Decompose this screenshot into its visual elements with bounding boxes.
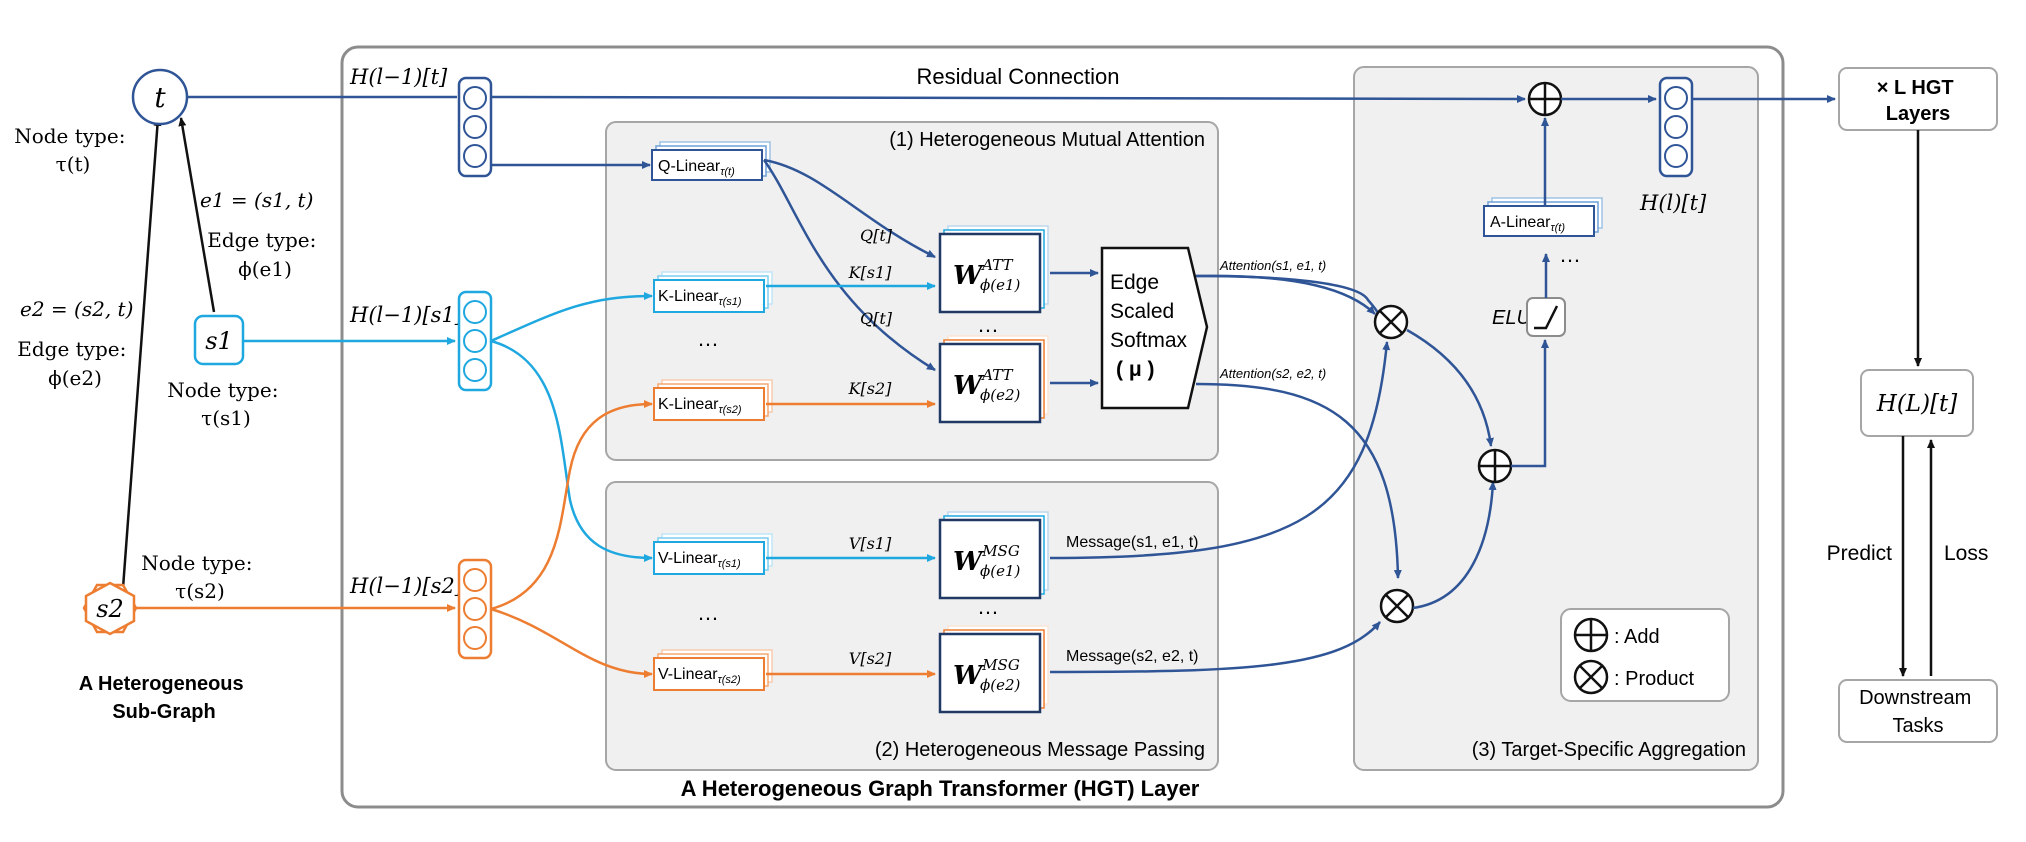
h-s2-label: H(l−1)[s2]	[349, 574, 464, 598]
svg-text:V-Linearτ(s1): V-Linearτ(s1)	[658, 550, 741, 570]
svg-text:WMSG: WMSG	[953, 656, 1020, 691]
v-linear-s1-block[interactable]: V-Linearτ(s1)	[653, 533, 773, 575]
node-s1-label: s1	[205, 327, 233, 355]
w-att-e2-block[interactable]: WATT ϕ(e2)	[938, 335, 1049, 424]
edge-type-e1: Edge type: ϕ(e1)	[207, 228, 322, 281]
svg-text:WATT: WATT	[953, 256, 1013, 291]
h-out-label: H(l)[t]	[1639, 191, 1707, 215]
h-t-vector	[457, 76, 493, 178]
svg-text:Q-Linearτ(t): Q-Linearτ(t)	[658, 158, 735, 178]
node-type-t: Node type: τ(t)	[14, 124, 132, 176]
svg-text:A-Linearτ(t): A-Linearτ(t)	[1490, 214, 1565, 234]
k-linear-s2-block[interactable]: K-Linearτ(s2)	[653, 379, 773, 421]
message-s1-label: Message(s1, e1, t)	[1066, 534, 1199, 551]
attention-panel	[605, 121, 1219, 461]
w-msg-ellipsis: …	[977, 594, 999, 619]
aggregation-panel	[1353, 66, 1759, 771]
svg-text:WATT: WATT	[953, 366, 1013, 401]
elu-icon[interactable]	[1526, 297, 1566, 337]
a-ellipsis: …	[1559, 242, 1581, 267]
operator-legend: : Add : Product	[1560, 608, 1730, 702]
product-icon	[1373, 304, 1409, 340]
product-icon	[1379, 588, 1415, 624]
k-linear-s1-block[interactable]: K-Linearτ(s1)	[653, 271, 773, 313]
q-linear-block[interactable]: Q-Linearτ(t)	[651, 141, 771, 181]
add-icon	[1573, 617, 1609, 653]
add-icon	[1527, 81, 1563, 117]
v-linear-s2-block[interactable]: V-Linearτ(s2)	[653, 649, 773, 691]
node-type-s1: Node type: τ(s1)	[167, 378, 285, 430]
svg-text:ϕ(e2): ϕ(e2)	[980, 386, 1020, 404]
node-type-s2: Node type: τ(s2)	[141, 551, 259, 603]
source-node-s1[interactable]: s1	[193, 314, 245, 366]
hgt-layer-title: A Heterogeneous Graph Transformer (HGT) …	[681, 776, 1200, 801]
message-panel-title: (2) Heterogeneous Message Passing	[875, 739, 1205, 761]
edge-e1: e1 = (s1, t)	[200, 188, 313, 212]
svg-text:K-Linearτ(s1): K-Linearτ(s1)	[658, 288, 742, 308]
svg-text:ϕ(e2): ϕ(e2)	[980, 676, 1020, 694]
q-label-1: Q[t]	[860, 226, 893, 245]
h-s1-label: H(l−1)[s1]	[349, 303, 464, 327]
source-node-s2[interactable]: s2	[82, 581, 138, 636]
h-t-label: H(l−1)[t]	[349, 65, 448, 89]
w-att-e1-block[interactable]: WATT ϕ(e1)	[938, 225, 1049, 314]
svg-text:H(L)[t]: H(L)[t]	[1876, 391, 1957, 417]
svg-text:Downstream Tasks: Downstream Tasks	[1859, 687, 1977, 737]
q-label-2: Q[t]	[860, 309, 893, 328]
elu-label: ELU	[1492, 307, 1531, 329]
loss-label: Loss	[1944, 542, 1988, 565]
h-final-box[interactable]: H(L)[t]	[1860, 369, 1974, 437]
v-ellipsis: …	[697, 600, 719, 625]
residual-label: Residual Connection	[916, 64, 1119, 89]
svg-text:ϕ(e1): ϕ(e1)	[980, 562, 1020, 580]
v1-label: V[s1]	[849, 534, 892, 553]
message-panel	[605, 481, 1219, 771]
hgt-layers-box[interactable]: × L HGT Layers	[1838, 67, 1998, 131]
predict-label: Predict	[1827, 542, 1893, 565]
svg-text:V-Linearτ(s2): V-Linearτ(s2)	[658, 666, 741, 686]
edge-type-e2: Edge type: ϕ(e2)	[17, 337, 132, 390]
svg-text:WMSG: WMSG	[953, 542, 1020, 577]
h-s2-vector	[457, 558, 493, 660]
aggregation-panel-title: (3) Target-Specific Aggregation	[1472, 739, 1746, 761]
edge-e2: e2 = (s2, t)	[20, 297, 133, 321]
add-icon	[1477, 448, 1513, 484]
h-out-vector	[1658, 76, 1694, 178]
svg-text:× L HGT Layers: × L HGT Layers	[1877, 77, 1959, 125]
a-linear-block[interactable]: A-Linearτ(t)	[1483, 197, 1603, 237]
message-s2-label: Message(s2, e2, t)	[1066, 648, 1199, 665]
k1-label: K[s1]	[848, 263, 893, 282]
attention-s2-label: Attention(s2, e2, t)	[1219, 366, 1326, 381]
svg-text:Edge Scaled Softma: Edge Scaled Softmax ( μ )	[1110, 271, 1193, 381]
k2-label: K[s2]	[848, 379, 893, 398]
node-s2-label: s2	[96, 595, 124, 623]
k-ellipsis: …	[697, 326, 719, 351]
legend-add-label: : Add	[1614, 626, 1660, 648]
node-t-label: t	[154, 81, 166, 114]
target-node-t[interactable]: t	[131, 68, 189, 126]
attention-panel-title: (1) Heterogeneous Mutual Attention	[889, 129, 1205, 151]
w-msg-e1-block[interactable]: WMSG ϕ(e1)	[938, 511, 1049, 600]
svg-text:ϕ(e1): ϕ(e1)	[980, 276, 1020, 294]
subgraph-caption: A Heterogeneous Sub-Graph	[79, 673, 249, 723]
h-s1-vector	[457, 290, 493, 392]
legend-product-label: : Product	[1614, 668, 1694, 690]
w-msg-e2-block[interactable]: WMSG ϕ(e2)	[938, 625, 1049, 714]
w-att-ellipsis: …	[977, 312, 999, 337]
v2-label: V[s2]	[849, 649, 892, 668]
product-icon	[1573, 659, 1609, 695]
edge-scaled-softmax[interactable]: Edge Scaled Softmax ( μ )	[1100, 246, 1209, 410]
svg-text:K-Linearτ(s2): K-Linearτ(s2)	[658, 396, 742, 416]
attention-s1-label: Attention(s1, e1, t)	[1219, 258, 1326, 273]
downstream-tasks-box[interactable]: Downstream Tasks	[1838, 679, 1998, 743]
